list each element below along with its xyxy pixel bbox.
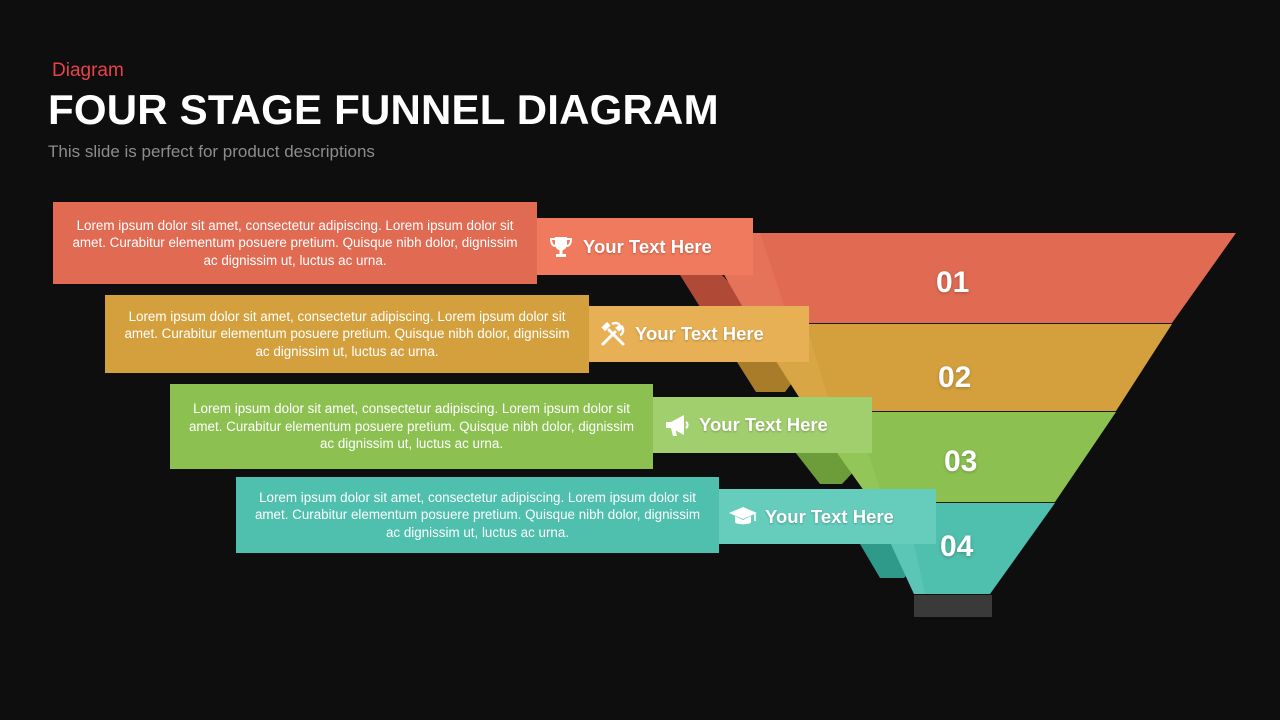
stage-4-label: Your Text Here [765, 505, 894, 527]
category-label: Diagram [52, 60, 124, 81]
page-title: FOUR STAGE FUNNEL DIAGRAM [48, 86, 719, 133]
stage-3-label: Your Text Here [699, 414, 828, 435]
trophy-icon [545, 231, 577, 263]
stage-1-label-tab: Your Text Here [537, 218, 753, 275]
stage-4-description: Lorem ipsum dolor sit amet, consectetur … [236, 477, 719, 553]
funnel-base [914, 595, 992, 617]
funnel-band-1 [700, 233, 1236, 323]
stage-2-description: Lorem ipsum dolor sit amet, consectetur … [105, 295, 589, 373]
stage-1-label: Your Text Here [583, 235, 712, 257]
page-subtitle: This slide is perfect for product descri… [48, 142, 375, 161]
funnel-band-3 [808, 412, 1116, 502]
stage-4-label-tab: Your Text Here [719, 489, 936, 544]
tools-icon [597, 318, 629, 350]
funnel-fold-1 [680, 275, 752, 307]
stage-1-number: 01 [936, 266, 970, 299]
stage-2-number: 02 [938, 361, 972, 394]
megaphone-icon [661, 409, 693, 441]
stage-3-label-tab: Your Text Here [653, 397, 872, 453]
graduation-cap-icon [727, 501, 759, 533]
funnel-band-2 [752, 324, 1172, 411]
stage-3-description: Lorem ipsum dolor sit amet, consectetur … [170, 384, 653, 469]
stage-2-label-tab: Your Text Here [589, 306, 809, 362]
stage-1-description: Lorem ipsum dolor sit amet, consectetur … [53, 202, 537, 284]
stage-2-label: Your Text Here [635, 323, 764, 344]
stage-3-number: 03 [944, 445, 978, 478]
stage-4-number: 04 [940, 530, 974, 563]
